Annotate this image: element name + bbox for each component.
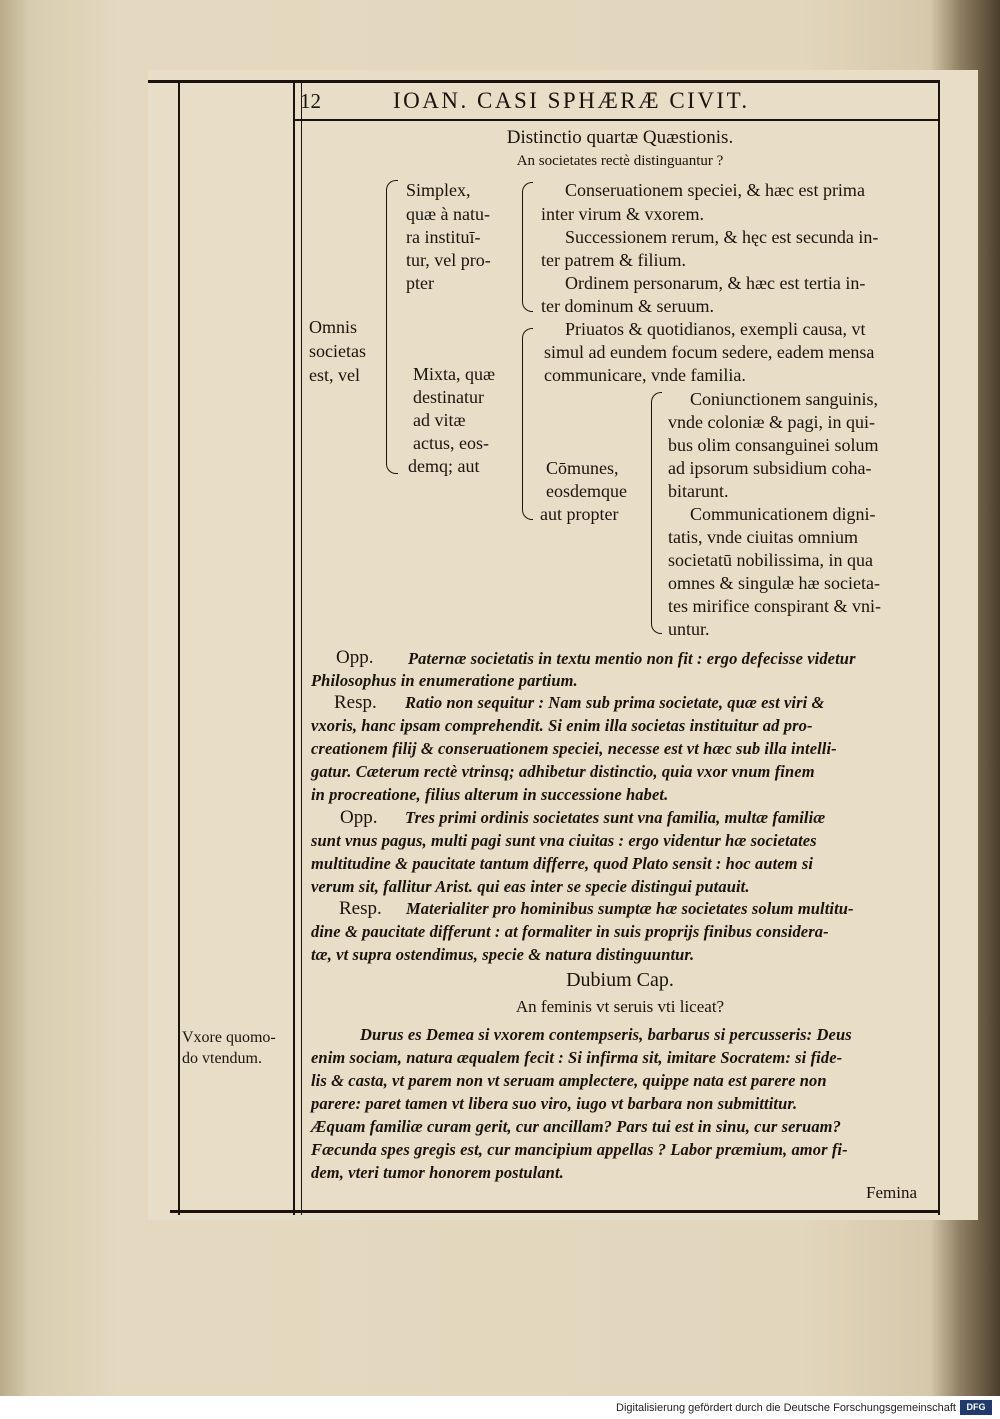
- simplex-brace: [522, 182, 533, 312]
- root-line-2: societas: [309, 341, 366, 361]
- section-title: Distinctio quartæ Quæstionis.: [506, 127, 734, 148]
- dubium-line-5: Æquam familiæ curam gerit, cur ancillam?…: [311, 1117, 841, 1136]
- right-rule: [938, 80, 940, 1215]
- resp2-line-2: dine & paucitate differunt : at formalit…: [311, 922, 829, 941]
- communes-line-3: aut propter: [540, 504, 619, 524]
- dubium-line-3: lis & casta, vt parem non vt seruam ampl…: [311, 1071, 827, 1090]
- resp1-line-5: in procreatione, filius alterum in succe…: [311, 785, 669, 804]
- communes-a-line-2: vnde coloniæ & pagi, in qui-: [668, 412, 875, 432]
- dubium-line-6: Fæcunda spes gregis est, cur mancipium a…: [311, 1140, 848, 1159]
- column-rule-inner: [301, 80, 302, 1215]
- root-line-1: Omnis: [309, 317, 358, 337]
- communes-brace: [651, 392, 662, 634]
- dubium-line-4: parere: paret tamen vt libera suo viro, …: [311, 1094, 798, 1113]
- communes-a-line-4: ad ipsorum subsidium coha-: [668, 458, 872, 478]
- margin-note-line-1: Vxore quomo-: [182, 1029, 276, 1046]
- simplex-line-2: quæ à natu-: [406, 204, 490, 224]
- resp2-line-3: tæ, vt supra ostendimus, specie & natura…: [311, 945, 695, 964]
- root-brace: [386, 180, 398, 474]
- top-rule: [148, 80, 938, 83]
- communes-a-line-5: bitarunt.: [668, 481, 729, 501]
- communes-a-line-1: Coniunctionem sanguinis,: [690, 389, 878, 409]
- bottom-rule: [170, 1210, 940, 1213]
- resp1-line-1: Ratio non sequitur : Nam sub prima socie…: [405, 693, 825, 712]
- printed-page: [148, 70, 978, 1220]
- communes-line-2: eosdemque: [546, 481, 627, 501]
- running-title: IOAN. CASI SPHÆRÆ CIVIT.: [393, 88, 750, 113]
- dubium-line-1: Durus es Demea si vxorem contempseris, b…: [360, 1025, 852, 1044]
- mixta-line-2: destinatur: [413, 387, 484, 407]
- footer-bar: [0, 1396, 1000, 1419]
- privatos-line-1: Priuatos & quotidianos, exempli causa, v…: [565, 319, 866, 339]
- opp2-line-3: multitudine & paucitate tantum differre,…: [311, 854, 814, 873]
- resp1-label: Resp.: [334, 692, 377, 713]
- dubium-title: Dubium Cap.: [566, 969, 674, 991]
- simplex-line-4: tur, vel pro-: [406, 250, 491, 270]
- communes-b-line-3: societatū nobilissima, in qua: [668, 550, 873, 570]
- simplex-item-2b: ter patrem & filium.: [541, 250, 686, 270]
- header-rule: [295, 119, 940, 121]
- communes-b-line-6: untur.: [668, 619, 710, 639]
- communes-line-1: Cōmunes,: [546, 458, 619, 478]
- opp1-line-2: Philosophus in enumeratione partium.: [311, 671, 578, 690]
- dfg-logo: DFG: [960, 1400, 992, 1415]
- simplex-line-5: pter: [406, 273, 434, 293]
- dubium-question: An feminis vt seruis vti liceat?: [515, 997, 725, 1016]
- simplex-line-1: Simplex,: [406, 180, 471, 200]
- catchword: Femina: [866, 1183, 917, 1202]
- resp2-line-1: Materialiter pro hominibus sumptæ hæ soc…: [406, 899, 854, 918]
- page-number: 12: [300, 89, 321, 113]
- opp2-line-4: verum sit, fallitur Arist. qui eas inter…: [311, 877, 750, 896]
- footer-credit: Digitalisierung gefördert durch die Deut…: [616, 1402, 956, 1414]
- dubium-line-2: enim sociam, natura æqualem fecit : Si i…: [311, 1048, 843, 1067]
- left-rule: [178, 80, 180, 1215]
- communes-b-line-5: tes mirifice conspirant & vni-: [668, 596, 881, 616]
- communes-b-line-4: omnes & singulæ hæ societa-: [668, 573, 880, 593]
- opp1-label: Opp.: [336, 647, 374, 668]
- mixta-line-1: Mixta, quæ: [413, 364, 496, 384]
- column-rule: [293, 80, 295, 1215]
- simplex-item-3b: ter dominum & seruum.: [541, 296, 714, 316]
- mixta-line-5: demq; aut: [408, 456, 480, 476]
- margin-note-line-2: do vtendum.: [182, 1050, 262, 1067]
- simplex-item-1a: Conseruationem speciei, & hæc est prima: [565, 180, 865, 200]
- opp2-line-1: Tres primi ordinis societates sunt vna f…: [405, 808, 826, 827]
- mixta-line-4: actus, eos-: [413, 433, 489, 453]
- opp2-label: Opp.: [340, 807, 378, 828]
- privatos-line-3: communicare, vnde familia.: [544, 365, 746, 385]
- section-question: An societates rectè distinguantur ?: [516, 153, 724, 169]
- communes-b-line-2: tatis, vnde ciuitas omnium: [668, 527, 858, 547]
- resp1-line-3: creationem filij & conseruationem specie…: [311, 739, 837, 758]
- privatos-line-2: simul ad eundem focum sedere, eadem mens…: [544, 342, 875, 362]
- resp1-line-4: gatur. Cæterum rectè vtrinsq; adhibetur …: [311, 762, 815, 781]
- simplex-item-1b: inter virum & vxorem.: [541, 204, 704, 224]
- mixta-line-3: ad vitæ: [413, 410, 466, 430]
- opp2-line-2: sunt vnus pagus, multi pagi sunt vna ciu…: [311, 831, 817, 850]
- communes-b-line-1: Communicationem digni-: [690, 504, 876, 524]
- simplex-item-2a: Successionem rerum, & hęc est secunda in…: [565, 227, 879, 247]
- root-line-3: est, vel: [309, 365, 360, 385]
- dubium-line-7: dem, vteri tumor honorem postulant.: [311, 1163, 564, 1182]
- communes-a-line-3: bus olim consanguinei solum: [668, 435, 879, 455]
- opp1-line-1: Paternæ societatis in textu mentio non f…: [408, 649, 856, 668]
- mixta-brace: [522, 328, 533, 520]
- resp2-label: Resp.: [339, 898, 382, 919]
- simplex-line-3: ra instituī-: [406, 227, 481, 247]
- simplex-item-3a: Ordinem personarum, & hæc est tertia in-: [565, 273, 866, 293]
- resp1-line-2: vxoris, hanc ipsam comprehendit. Si enim…: [311, 716, 813, 735]
